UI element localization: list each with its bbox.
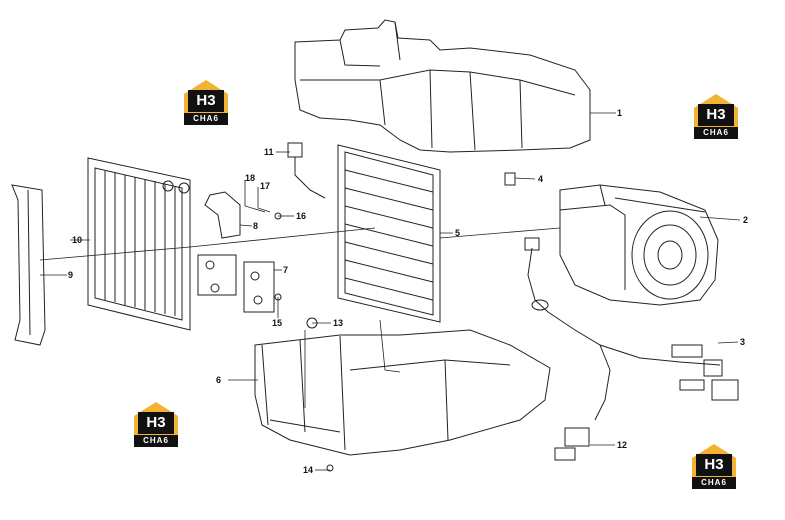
callout-12: 12 (617, 440, 628, 450)
heater-core-part (87, 157, 191, 331)
blower-motor-part (559, 184, 719, 306)
watermark-logo: H3 CHA6 (688, 442, 740, 490)
watermark-mark: H3 (188, 90, 224, 112)
callout-11: 11 (264, 147, 274, 157)
lower-housing-part (254, 329, 551, 456)
watermark-logo: H3 CHA6 (130, 400, 182, 448)
callout-7: 7 (283, 265, 289, 275)
watermark-mark: H3 (138, 412, 174, 434)
cabin-filter-part (337, 144, 441, 323)
callout-10: 10 (72, 235, 83, 245)
sensor-part (287, 142, 326, 199)
callout-17: 17 (260, 181, 271, 191)
upper-housing-part (294, 19, 591, 153)
watermark-logo: H3 CHA6 (690, 92, 742, 140)
bolt-part-14 (326, 464, 334, 472)
callout-8: 8 (253, 221, 259, 231)
callout-9: 9 (68, 270, 74, 280)
callout-1: 1 (617, 108, 623, 118)
callout-4: 4 (538, 174, 544, 184)
callout-3: 3 (740, 337, 746, 347)
callout-5: 5 (455, 228, 461, 238)
callout-13: 13 (333, 318, 344, 328)
wiring-harness-part (524, 237, 739, 461)
watermark-mark: H3 (698, 104, 734, 126)
watermark-mark: H3 (696, 454, 732, 476)
watermark-text: CHA6 (134, 435, 178, 447)
pipe-part (204, 191, 241, 239)
callout-15: 15 (272, 318, 283, 328)
callout-14: 14 (303, 465, 314, 475)
watermark-text: CHA6 (184, 113, 228, 125)
callout-18: 18 (245, 173, 256, 183)
callout-16: 16 (296, 211, 307, 221)
watermark-logo: H3 CHA6 (180, 78, 232, 126)
expansion-valve-part (197, 254, 275, 313)
clip-part (504, 172, 516, 186)
callout-6: 6 (216, 375, 222, 385)
watermark-text: CHA6 (692, 477, 736, 489)
watermark-text: CHA6 (694, 127, 738, 139)
bracket-part (11, 184, 46, 346)
callout-2: 2 (743, 215, 749, 225)
leader-lines (39, 112, 741, 471)
